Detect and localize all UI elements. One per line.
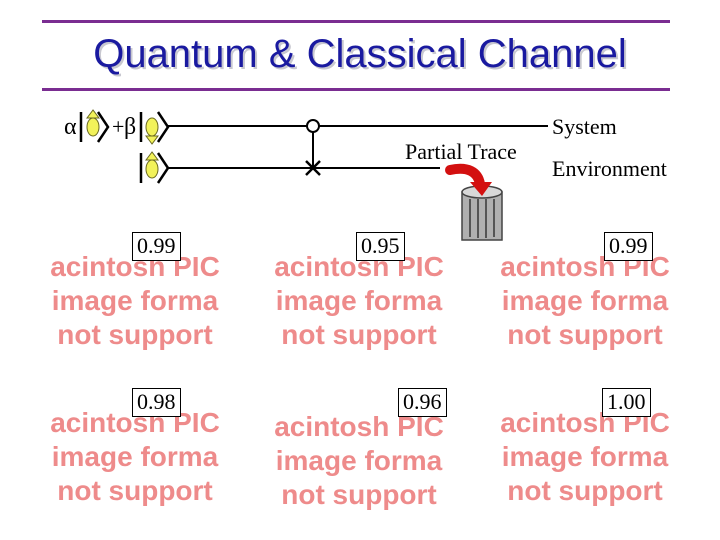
system-label: System — [552, 114, 617, 139]
fidelity-value: 0.98 — [132, 388, 181, 417]
plus-symbol: + — [112, 114, 124, 139]
alpha-symbol: α — [64, 114, 77, 140]
fidelity-value: 1.00 — [602, 388, 651, 417]
ket-zero-icon — [79, 109, 110, 143]
fidelity-value: 0.99 — [132, 232, 181, 261]
title-underline — [42, 88, 670, 91]
environment-ket-icon — [139, 151, 170, 184]
fidelity-value: 0.96 — [398, 388, 447, 417]
top-rule — [42, 20, 670, 23]
slide-title: Quantum & Classical Channel — [93, 32, 627, 76]
trash-can-icon — [461, 185, 503, 241]
ket-one-icon — [139, 111, 170, 145]
beta-symbol: β — [124, 114, 136, 140]
target-cross-icon — [305, 160, 321, 176]
fidelity-value: 0.95 — [356, 232, 405, 261]
control-node-icon — [306, 119, 320, 133]
fidelity-value: 0.99 — [604, 232, 653, 261]
discard-arrow-icon — [445, 163, 492, 196]
environment-label: Environment — [552, 156, 667, 181]
partial-trace-label: Partial Trace — [405, 139, 517, 164]
